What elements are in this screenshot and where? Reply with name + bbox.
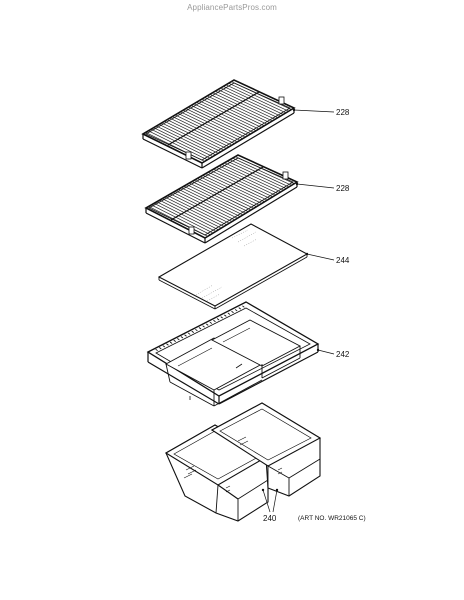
watermark: AppliancePartsPros.com (187, 3, 277, 12)
part-label-242: 242 (336, 350, 350, 359)
art-number: (ART NO. WR21065 C) (298, 515, 366, 522)
part-label-240: 240 (263, 514, 277, 523)
part-label-228-top: 228 (336, 108, 350, 117)
leader-lines (262, 109, 335, 513)
part-label-244: 244 (336, 256, 350, 265)
wire-shelf-bottom (144, 154, 299, 244)
crisper-drawers (164, 402, 322, 522)
part-label-228-bottom: 228 (336, 184, 350, 193)
pan-support-frame (146, 301, 320, 407)
wire-shelf-top (141, 79, 296, 169)
glass-cover-panel (157, 223, 309, 310)
